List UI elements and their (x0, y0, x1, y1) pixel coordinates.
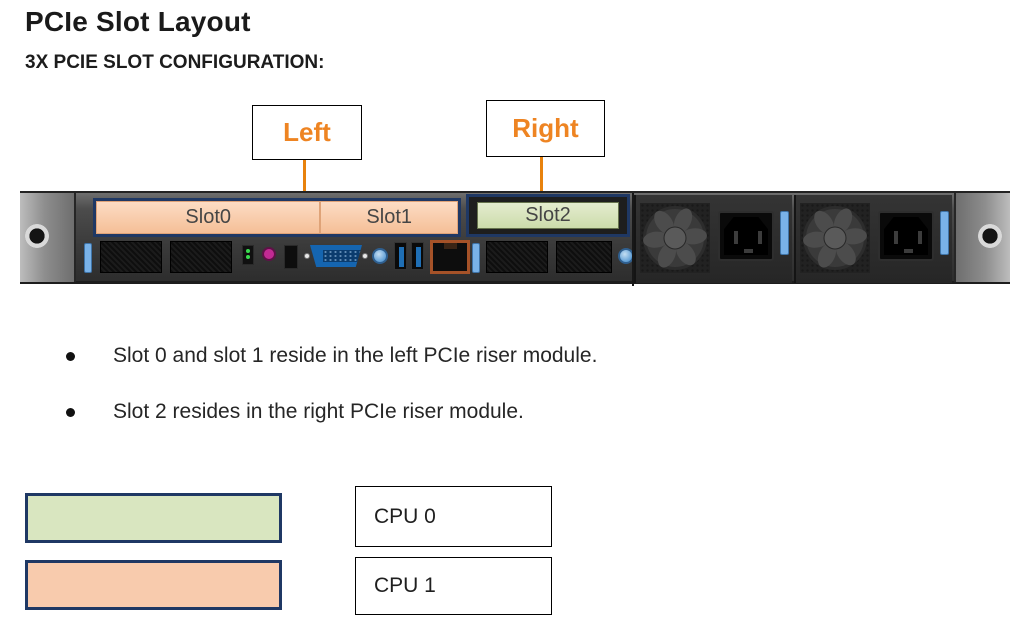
left-riser-callout-label: Left (283, 117, 331, 147)
latch-icon (472, 243, 480, 273)
left-callout-line (303, 160, 306, 197)
right-riser-callout-label: Right (512, 113, 579, 143)
right-riser-callout-box: Right (486, 100, 605, 157)
power-inlet-icon (718, 211, 774, 261)
legend-label-cpu0-box: CPU 0 (355, 486, 552, 547)
bullet-text: Slot 0 and slot 1 reside in the left PCI… (113, 344, 598, 367)
bullet-text: Slot 2 resides in the right PCIe riser m… (113, 400, 524, 423)
vga-screw-icon (304, 253, 310, 259)
screw-hole-icon (25, 224, 49, 248)
thumbscrew-icon (372, 248, 388, 264)
legend-swatch-cpu0 (25, 493, 282, 543)
vga-screw-icon (362, 253, 368, 259)
section-subtitle: 3X PCIE SLOT CONFIGURATION: (25, 52, 325, 73)
bullet-item: Slot 2 resides in the right PCIe riser m… (66, 400, 524, 424)
psu-latch-icon (940, 211, 949, 255)
pcie-opening-icon (486, 241, 548, 273)
slot2-region: Slot2 (477, 202, 619, 229)
right-callout-line (540, 157, 543, 193)
bullet-dot-icon (66, 408, 75, 417)
slot1-label: Slot1 (366, 206, 412, 228)
bullet-item: Slot 0 and slot 1 reside in the left PCI… (66, 344, 597, 368)
usb-port-icon (411, 242, 424, 270)
fan-icon (643, 206, 707, 270)
led-dot-icon (246, 255, 250, 259)
power-inlet-icon (878, 211, 934, 261)
pcie-opening-icon (170, 241, 232, 273)
legend-label-cpu1-box: CPU 1 (355, 557, 552, 615)
slot1-region: Slot1 (320, 201, 458, 234)
fan-icon (803, 206, 867, 270)
server-rear-image: Slot0 Slot1 Slot2 (20, 191, 1010, 286)
screw-hole-icon (978, 224, 1002, 248)
slot0-region: Slot0 (96, 201, 321, 234)
legend-label-cpu0: CPU 0 (374, 504, 436, 528)
pcie-opening-icon (556, 241, 612, 273)
fan-housing (800, 203, 870, 273)
page-title: PCIe Slot Layout (25, 6, 251, 37)
pcie-opening-icon (100, 241, 162, 273)
led-dot-icon (246, 249, 250, 253)
mini-port-icon (284, 245, 298, 269)
slot2-label: Slot2 (525, 204, 571, 226)
latch-icon (84, 243, 92, 273)
legend-label-cpu1: CPU 1 (374, 574, 436, 597)
fan-housing (640, 203, 710, 273)
rack-ear-right (954, 193, 1010, 282)
psu-latch-icon (780, 211, 789, 255)
psu-module-2 (794, 195, 952, 283)
led-block-icon (242, 245, 254, 265)
chassis-seam (632, 193, 634, 286)
id-button-icon (262, 247, 276, 261)
bullet-dot-icon (66, 352, 75, 361)
legend-swatch-cpu1 (25, 560, 282, 610)
ethernet-port-icon (430, 240, 470, 274)
rack-ear-left (20, 193, 76, 282)
right-pcie-riser: Slot2 (466, 194, 630, 237)
left-riser-callout-box: Left (252, 105, 362, 160)
usb-port-icon (394, 242, 407, 270)
slot0-label: Slot0 (185, 206, 232, 228)
left-pcie-riser: Slot0 Slot1 (93, 198, 461, 237)
vga-port-icon (304, 245, 368, 269)
psu-module-1 (634, 195, 792, 283)
